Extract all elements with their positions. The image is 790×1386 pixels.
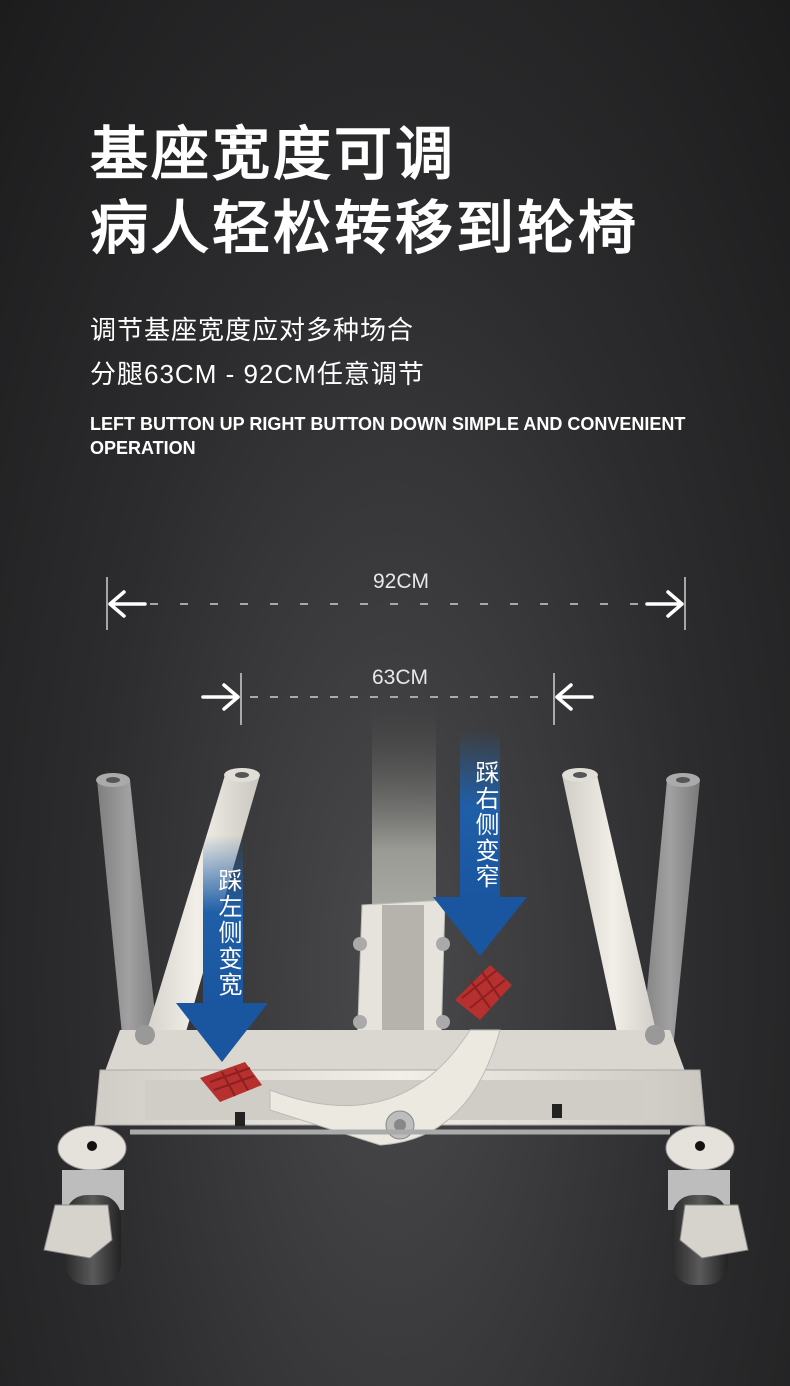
subtitle: 调节基座宽度应对多种场合 分腿63CM - 92CM任意调节: [90, 308, 425, 396]
subtitle-line-2: 分腿63CM - 92CM任意调节: [90, 359, 425, 389]
caster-right: [665, 1125, 749, 1285]
callout-right: 踩右侧变窄: [471, 760, 498, 890]
dimension-outer-label: 92CM: [373, 570, 430, 593]
leg-right: [562, 768, 665, 1070]
pedal-right[interactable]: [455, 965, 512, 1020]
arrow-right-narrow: [433, 730, 527, 956]
pedal-left[interactable]: [200, 1062, 262, 1102]
ghost-leg-right: [640, 773, 700, 1065]
ghost-leg-left: [96, 773, 160, 1065]
title-line-2: 病人轻松转移到轮椅: [90, 196, 640, 261]
dimension-inner-label: 63CM: [372, 666, 429, 689]
dimension-outer: [106, 577, 686, 630]
subtitle-line-1: 调节基座宽度应对多种场合: [90, 315, 415, 345]
page-title: 基座宽度可调 病人轻松转移到轮椅: [90, 118, 639, 266]
english-caption: LEFT BUTTON UP RIGHT BUTTON DOWN SIMPLE …: [90, 414, 686, 458]
base-frame: [94, 1025, 706, 1146]
title-line-1: 基座宽度可调: [90, 122, 457, 187]
arrow-left-widen: [176, 835, 268, 1062]
caster-left: [43, 1125, 127, 1285]
callout-left: 踩左侧变宽: [214, 868, 241, 998]
